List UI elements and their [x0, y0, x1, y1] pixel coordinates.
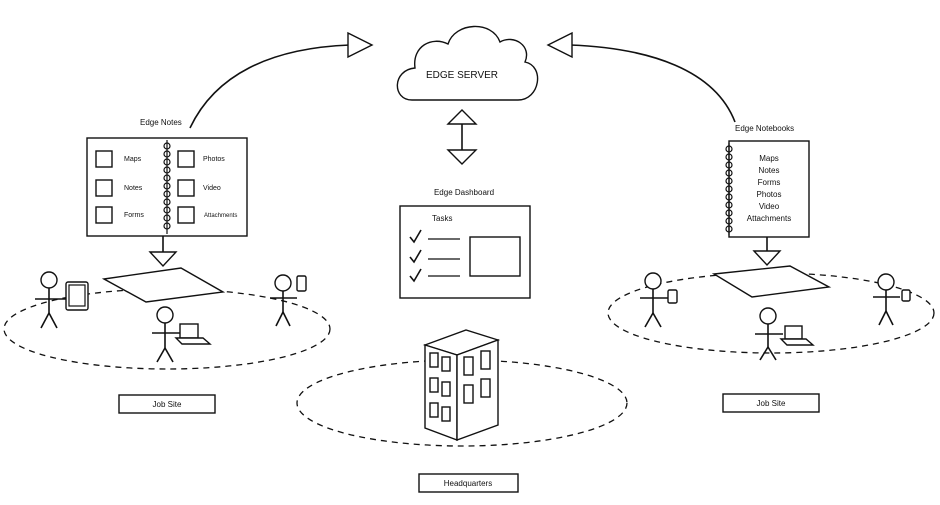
- worker-with-phone-icon: [270, 274, 307, 327]
- notebook-item: Notes: [759, 166, 780, 175]
- tasks-label: Tasks: [432, 214, 452, 223]
- worker-with-phone-icon: [873, 273, 911, 326]
- headquarters-label-box: [418, 473, 519, 493]
- note-item: Forms: [124, 212, 144, 219]
- notebook-item: Maps: [759, 154, 779, 163]
- notebook-item: Forms: [758, 178, 781, 187]
- dashboard-panel: [469, 236, 521, 277]
- note-item: Photos: [203, 156, 225, 163]
- spiral-binding-icon: [725, 143, 733, 235]
- edge-notes-notebook: Edge Notes Maps Notes Forms Photos Video: [86, 118, 248, 268]
- left-job-site: Job Site: [3, 267, 331, 414]
- edge-server-label: EDGE SERVER: [426, 70, 498, 81]
- right-job-site: Job Site: [607, 265, 935, 413]
- checkbox-icon: [95, 150, 113, 168]
- headquarters-label: Headquarters: [444, 479, 492, 488]
- edge-server-cloud: EDGE SERVER: [396, 25, 539, 101]
- edge-notebooks-notebook: Edge Notebooks Maps Notes Forms Photos V…: [725, 124, 810, 267]
- spiral-binding-icon: [163, 140, 171, 234]
- down-arrow-icon: [148, 251, 178, 268]
- left-sync-arrow: [189, 31, 374, 129]
- checkmark-icon: [409, 229, 422, 283]
- notebook-item: Photos: [757, 190, 782, 199]
- checkbox-icon: [177, 206, 195, 224]
- dashboard-title: Edge Dashboard: [434, 188, 494, 197]
- worker-with-phone-icon: [640, 272, 678, 328]
- worker-with-tablet-icon: [35, 271, 89, 329]
- job-site-label-box: [118, 394, 216, 414]
- checkbox-icon: [177, 150, 195, 168]
- edge-notebooks-title: Edge Notebooks: [735, 124, 794, 133]
- notebook-item: Attachments: [747, 214, 791, 223]
- note-item: Notes: [124, 185, 143, 192]
- note-item: Maps: [124, 156, 142, 163]
- building-icon: [422, 329, 501, 442]
- notebook-item: Video: [759, 202, 780, 211]
- edge-notes-title: Edge Notes: [140, 118, 182, 127]
- edge-dashboard: Edge Dashboard Tasks: [399, 188, 531, 299]
- right-sync-arrow: [546, 31, 736, 123]
- server-dashboard-double-arrow: [446, 109, 478, 165]
- note-item: Attachments: [204, 213, 237, 219]
- down-arrow-icon: [752, 250, 782, 267]
- worker-with-laptop-icon: [755, 307, 815, 361]
- checkbox-icon: [177, 179, 195, 197]
- note-item: Video: [203, 185, 221, 192]
- site-map-plane: [711, 265, 832, 298]
- job-site-label: Job Site: [757, 399, 786, 408]
- job-site-label: Job Site: [153, 400, 182, 409]
- site-map-plane: [101, 267, 226, 303]
- checkbox-icon: [95, 206, 113, 224]
- checkbox-icon: [95, 179, 113, 197]
- headquarters-site: Headquarters: [296, 329, 628, 493]
- worker-with-laptop-icon: [152, 306, 212, 363]
- job-site-label-box: [722, 393, 820, 413]
